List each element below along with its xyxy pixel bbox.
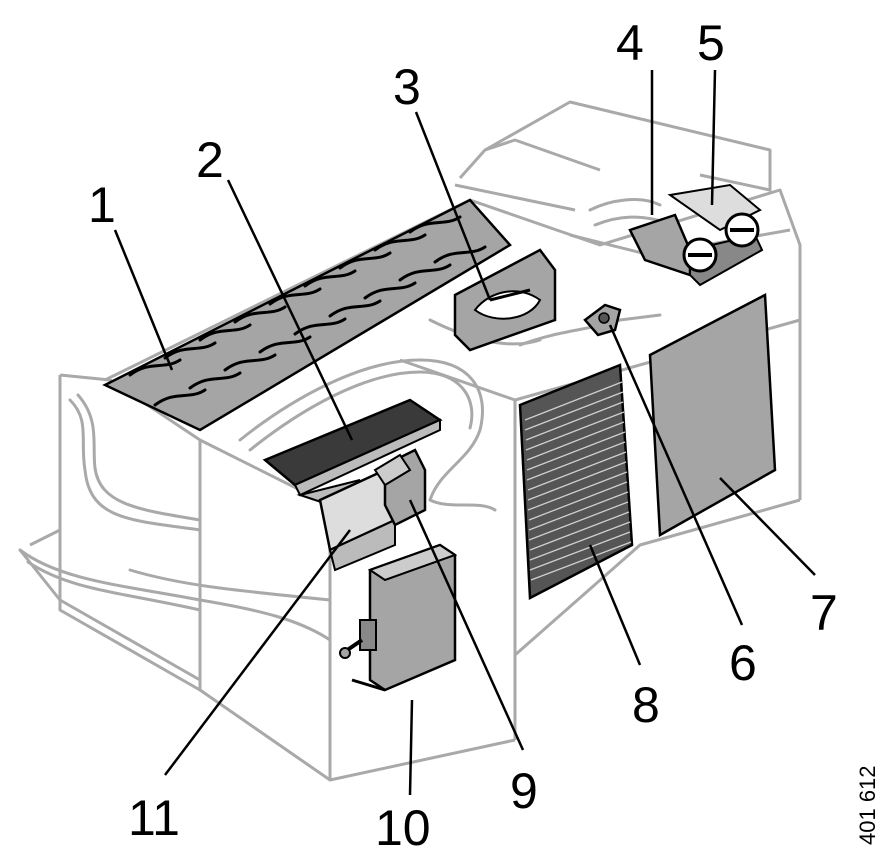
component-fan-motor xyxy=(667,183,762,273)
reference-code: 401 612 xyxy=(855,765,880,845)
callout-4: 4 xyxy=(616,15,644,71)
callout-3: 3 xyxy=(393,59,421,115)
component-outlet-louvres xyxy=(102,198,512,432)
component-blower-housing xyxy=(453,248,557,352)
component-actuator xyxy=(373,448,427,527)
leader-line-10 xyxy=(408,699,414,796)
component-cover-panel xyxy=(648,292,777,538)
callout-8: 8 xyxy=(632,677,660,733)
component-cabin-filter xyxy=(518,363,634,601)
callout-10: 10 xyxy=(375,800,431,856)
leader-line-9 xyxy=(408,499,525,751)
callout-11: 11 xyxy=(128,790,180,846)
leader-line-5 xyxy=(710,69,717,206)
callout-6: 6 xyxy=(729,635,757,691)
component-sensor xyxy=(583,303,622,337)
leader-line-3 xyxy=(414,111,492,301)
callout-9: 9 xyxy=(510,763,538,819)
leader-lines xyxy=(113,69,816,796)
callout-1: 1 xyxy=(88,177,116,233)
component-control-module xyxy=(338,543,458,692)
callout-7: 7 xyxy=(810,585,838,641)
callout-5: 5 xyxy=(697,15,725,71)
leader-line-1 xyxy=(113,229,174,371)
leader-line-7 xyxy=(719,477,816,576)
callout-2: 2 xyxy=(196,132,224,188)
leader-line-11 xyxy=(164,529,351,776)
callout-labels: 1 2 3 4 5 6 7 8 9 10 11 xyxy=(88,15,838,856)
leader-line-8 xyxy=(588,544,642,666)
component-heater-core xyxy=(262,398,443,507)
leader-line-2 xyxy=(226,179,354,441)
leader-line-6 xyxy=(608,324,744,626)
